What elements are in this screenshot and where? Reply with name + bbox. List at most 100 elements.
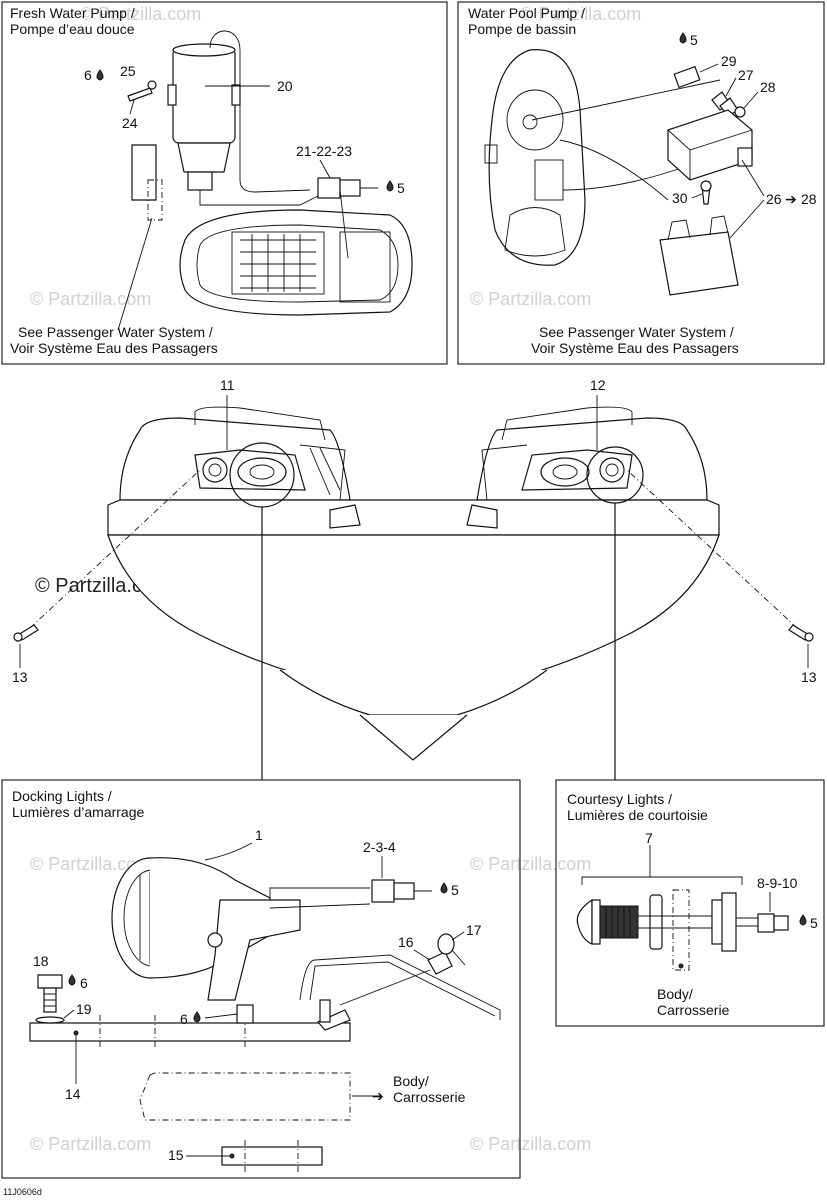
boat-equipment bbox=[484, 144, 498, 164]
panel-note: See Passenger Water System / bbox=[539, 324, 734, 340]
dimension-bracket bbox=[581, 876, 743, 885]
connector bbox=[673, 65, 701, 89]
callout-2-3-4: 2-3-4 bbox=[363, 839, 396, 855]
drop-icon bbox=[96, 69, 104, 81]
boat-seat bbox=[504, 207, 566, 257]
leader-arrow bbox=[339, 969, 431, 1006]
pump-outlet bbox=[187, 171, 213, 191]
leader bbox=[725, 77, 737, 97]
connector bbox=[339, 179, 361, 197]
boat-equipment bbox=[339, 231, 391, 303]
callout-13: 13 bbox=[12, 669, 28, 685]
nut bbox=[236, 1004, 254, 1024]
callout-27: 27 bbox=[738, 67, 754, 83]
courtesy-light-right bbox=[599, 457, 625, 483]
dot bbox=[229, 1153, 235, 1159]
callout-6: 6 bbox=[180, 1011, 188, 1027]
callout-7: 7 bbox=[645, 830, 653, 846]
drop-icon bbox=[386, 180, 394, 192]
callout-30: 30 bbox=[672, 190, 688, 206]
leader bbox=[729, 199, 765, 239]
boat-rear-view: 11 12 13 13 bbox=[12, 377, 817, 780]
courtesy-light-left bbox=[202, 457, 228, 483]
courtesy-light-lens bbox=[208, 463, 222, 477]
panel-subtitle: Lumières d’amarrage bbox=[12, 804, 144, 820]
wire-path bbox=[299, 954, 501, 1020]
backing-plate bbox=[221, 1146, 323, 1166]
callout-21-22-23: 21-22-23 bbox=[296, 143, 352, 159]
panel-note: Voir Système Eau des Passagers bbox=[531, 340, 739, 356]
watermark: © Partzilla.com bbox=[30, 854, 151, 874]
right-stripes bbox=[481, 444, 528, 501]
screw bbox=[127, 87, 153, 102]
panel-fresh-water-pump: Fresh Water Pump / Pompe d’eau douce 20 … bbox=[1, 1, 448, 365]
callout-5: 5 bbox=[690, 32, 698, 48]
washer bbox=[734, 106, 746, 118]
leader bbox=[451, 931, 465, 941]
body-dashed bbox=[147, 179, 163, 221]
connector bbox=[393, 882, 415, 900]
panel-frame bbox=[555, 779, 825, 1027]
leader bbox=[691, 193, 703, 199]
body-label: Carrosserie bbox=[657, 1002, 730, 1018]
pump-head bbox=[177, 142, 231, 173]
body-label: Body/ bbox=[393, 1073, 429, 1089]
deck-edge bbox=[107, 499, 720, 536]
callout-25: 25 bbox=[120, 63, 136, 79]
callout-6: 6 bbox=[80, 975, 88, 991]
body-label: Body/ bbox=[657, 986, 693, 1002]
bracket bbox=[317, 1009, 351, 1031]
body-dashed bbox=[672, 889, 690, 971]
panel-subtitle: Pompe d’eau douce bbox=[10, 21, 135, 37]
callout-20: 20 bbox=[277, 78, 293, 94]
pool-drain bbox=[522, 114, 538, 130]
docking-light-lens bbox=[552, 464, 578, 480]
connector bbox=[773, 915, 789, 931]
watermark: © Partzilla.com bbox=[470, 854, 591, 874]
connector bbox=[371, 879, 395, 903]
watermark: © Partzilla.com bbox=[520, 4, 641, 24]
courtesy-lens bbox=[576, 898, 593, 945]
arrow-symbol: ➔ bbox=[372, 1088, 384, 1104]
panel-title: Fresh Water Pump / bbox=[10, 5, 135, 21]
watermark: © Partzilla.com bbox=[30, 1134, 151, 1154]
deck-detail bbox=[466, 504, 498, 529]
panel-subtitle: Lumières de courtoisie bbox=[567, 807, 708, 823]
fresh-water-pump bbox=[172, 47, 236, 144]
left-handrail bbox=[194, 406, 326, 441]
leader bbox=[699, 63, 719, 73]
nut-flange bbox=[721, 892, 737, 952]
leader bbox=[129, 99, 135, 115]
callout-12: 12 bbox=[590, 377, 606, 393]
pool-ring bbox=[506, 89, 564, 151]
mounting-plate bbox=[29, 1022, 351, 1042]
centerlines bbox=[244, 1140, 299, 1172]
panel-title: Docking Lights / bbox=[12, 788, 112, 804]
boat-equipment bbox=[534, 159, 564, 201]
callout-17: 17 bbox=[466, 922, 482, 938]
boat-top-view bbox=[488, 49, 586, 266]
left-stripes bbox=[309, 447, 341, 496]
lamp-wire bbox=[269, 903, 371, 909]
callout-16: 16 bbox=[398, 934, 414, 950]
drop-icon bbox=[440, 882, 448, 894]
watermark: © Partzilla.com bbox=[80, 4, 201, 24]
panel-frame bbox=[1, 779, 521, 1179]
left-stripes bbox=[299, 444, 346, 501]
callout-1: 1 bbox=[255, 827, 263, 843]
pool-pump bbox=[667, 109, 753, 181]
callout-15: 15 bbox=[168, 1147, 184, 1163]
wire bbox=[559, 139, 669, 201]
boat-inner bbox=[196, 224, 399, 303]
screw-left bbox=[13, 624, 39, 642]
leader bbox=[319, 159, 331, 179]
connector bbox=[317, 177, 341, 199]
wire-path bbox=[309, 961, 496, 1017]
panel-frame bbox=[457, 1, 825, 365]
drop-icon bbox=[193, 1011, 201, 1023]
arrow-symbol: ➔ bbox=[785, 191, 797, 207]
pump-bracket bbox=[231, 84, 241, 106]
callout-6: 6 bbox=[84, 67, 92, 83]
pump-wire bbox=[209, 30, 311, 193]
